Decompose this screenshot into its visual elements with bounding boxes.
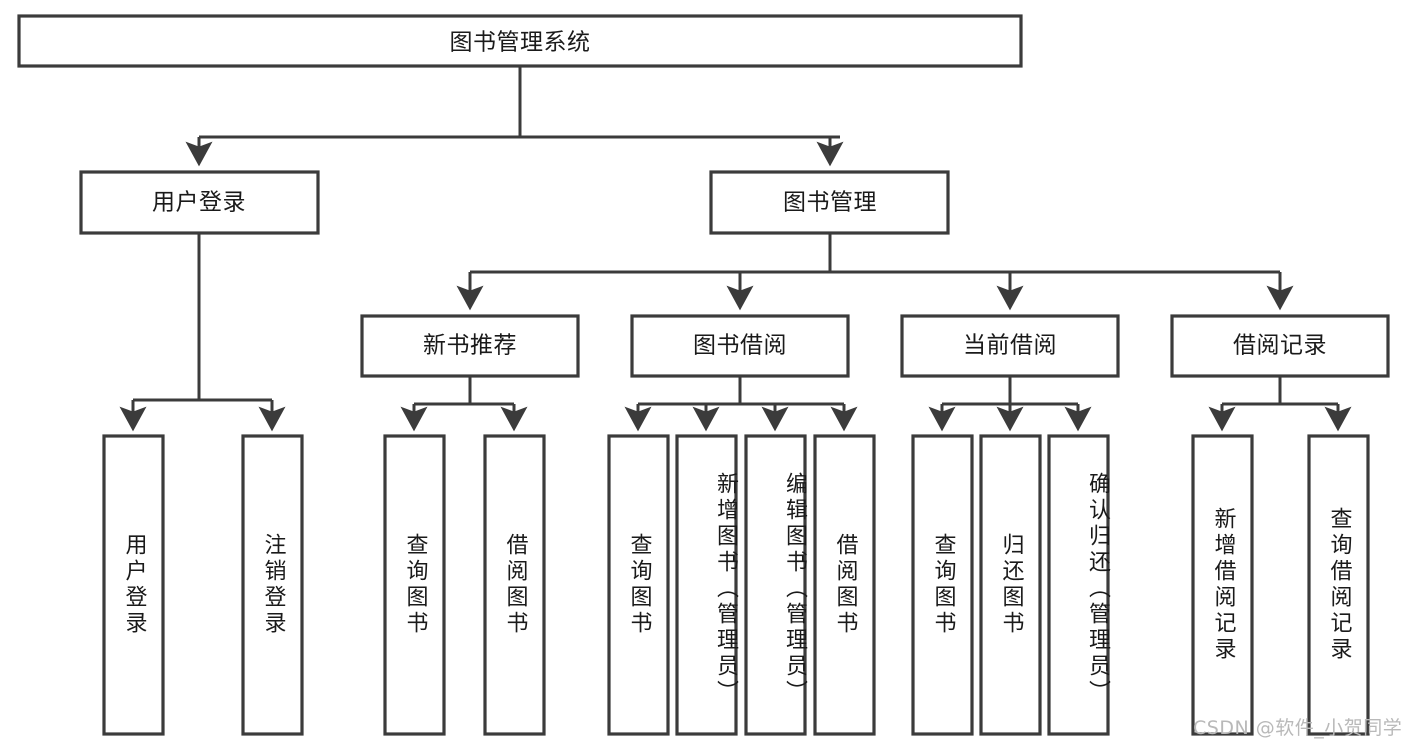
node-current-borrow-label: 当前借阅: [963, 333, 1057, 359]
leaf-box-query-borrow-record[interactable]: [1307, 434, 1370, 736]
connector-record-to-leaves: [1208, 376, 1352, 432]
leaf-box-query-book-3[interactable]: [911, 434, 974, 736]
leaf-box-borrow-book-1[interactable]: [483, 434, 546, 736]
connector-root-to-level2: [185, 66, 844, 167]
node-new-book-recommend-label: 新书推荐: [423, 333, 517, 359]
node-user-login-label: 用户登录: [152, 190, 246, 216]
node-user-login[interactable]: 用户登录: [79, 170, 320, 235]
leaf-box-borrow-book-2[interactable]: [813, 434, 876, 736]
node-new-book-recommend[interactable]: 新书推荐: [360, 314, 580, 378]
node-root-system[interactable]: 图书管理系统: [17, 14, 1023, 68]
leaf-box-return-book[interactable]: [979, 434, 1042, 736]
leaf-box-query-book-1[interactable]: [383, 434, 446, 736]
leaf-box-logout[interactable]: [241, 434, 304, 736]
leaf-box-user-login[interactable]: [102, 434, 165, 736]
node-book-borrow[interactable]: 图书借阅: [630, 314, 850, 378]
leaf-box-add-borrow-record[interactable]: [1191, 434, 1254, 736]
node-borrow-record[interactable]: 借阅记录: [1170, 314, 1390, 378]
csdn-watermark: CSDN @软件_小贺同学: [1193, 717, 1403, 739]
connector-borrow-to-leaves: [624, 376, 858, 432]
connector-bookmgmt-to-level3: [456, 233, 1294, 311]
node-current-borrow[interactable]: 当前借阅: [900, 314, 1120, 378]
leaf-box-query-book-2[interactable]: [607, 434, 670, 736]
node-borrow-record-label: 借阅记录: [1233, 333, 1327, 359]
connector-current-to-leaves: [928, 376, 1092, 432]
leaf-box-confirm-return-admin[interactable]: [1047, 434, 1110, 736]
connector-userlogin-to-leaves: [119, 233, 286, 432]
node-root-label: 图书管理系统: [450, 30, 591, 56]
connector-recommend-to-leaves: [400, 376, 528, 432]
node-book-management-label: 图书管理: [783, 190, 877, 216]
node-book-management[interactable]: 图书管理: [709, 170, 950, 235]
leaf-box-add-book-admin[interactable]: [675, 434, 738, 736]
leaf-box-edit-book-admin[interactable]: [744, 434, 807, 736]
node-book-borrow-label: 图书借阅: [693, 333, 787, 359]
